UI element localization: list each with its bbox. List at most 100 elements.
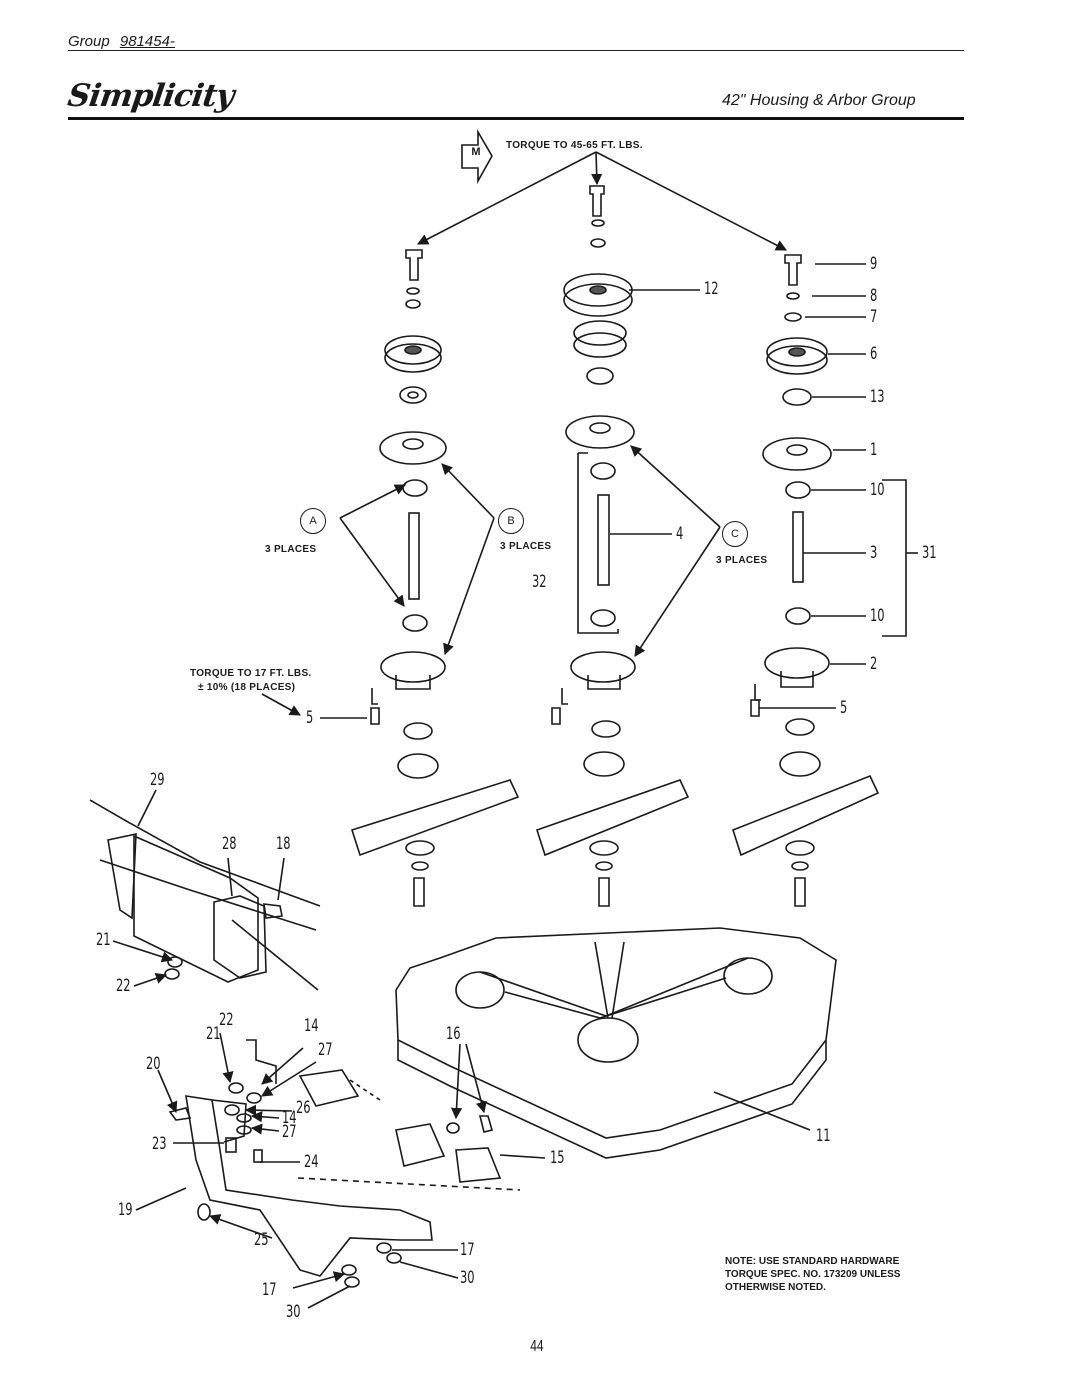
- callout-17-right: 17: [460, 1240, 475, 1260]
- note-line-2: TORQUE SPEC. NO. 173209 UNLESS: [725, 1269, 901, 1280]
- callout-22-lower: 22: [219, 1010, 234, 1030]
- housing-bottom-icon: [380, 651, 446, 683]
- torque-marker-icon: [461, 129, 493, 185]
- pulley-icon: [384, 335, 442, 365]
- callout-13: 13: [870, 387, 885, 407]
- bolt-icon: [589, 185, 605, 217]
- bearing-icon: [785, 481, 811, 499]
- callout-23: 23: [152, 1134, 167, 1154]
- callout-26: 26: [296, 1098, 311, 1118]
- callout-21-lower: 21: [206, 1024, 221, 1044]
- front-bracket-assembly: [185, 1039, 521, 1277]
- callout-32: 32: [532, 572, 547, 592]
- hanger-bracket: [89, 799, 321, 991]
- page-number: 44: [530, 1338, 544, 1355]
- callout-27-upper: 27: [318, 1040, 333, 1060]
- bearing-icon: [586, 367, 614, 385]
- center-spindle-stack: [536, 185, 690, 907]
- callout-19: 19: [118, 1200, 133, 1220]
- torque-top-label: TORQUE TO 45-65 FT. LBS.: [506, 140, 643, 151]
- right-spindle-stack: [732, 254, 880, 907]
- housing-top-icon: [762, 437, 832, 471]
- bearing-icon: [402, 614, 428, 632]
- places-b-label: 3 PLACES: [500, 541, 552, 552]
- callout-15: 15: [550, 1148, 565, 1168]
- blade-adapter-icon: [397, 753, 439, 779]
- washer-icon: [405, 840, 435, 856]
- spindle-shaft-icon: [408, 512, 420, 600]
- screw-icon: [551, 707, 561, 725]
- bracket-32: [577, 452, 619, 634]
- place-c-marker: C: [722, 521, 748, 547]
- places-c-label: 3 PLACES: [716, 555, 768, 566]
- bolt-icon: [405, 249, 423, 281]
- bearing-icon: [399, 386, 427, 404]
- group-label: Group: [68, 33, 110, 50]
- callout-1: 1: [870, 440, 878, 460]
- housing-bottom-icon: [570, 651, 636, 683]
- group-line: Group 981454-: [68, 33, 175, 50]
- callout-25: 25: [254, 1230, 269, 1250]
- callout-14-upper: 14: [304, 1016, 319, 1036]
- callout-30-left: 30: [286, 1302, 301, 1322]
- torque-17-line1: TORQUE TO 17 FT. LBS.: [190, 668, 312, 679]
- bearing-icon: [782, 388, 812, 406]
- callout-18: 18: [276, 834, 291, 854]
- callout-5-right: 5: [840, 698, 848, 718]
- callout-10-upper: 10: [870, 480, 885, 500]
- note-line-3: OTHERWISE NOTED.: [725, 1282, 826, 1293]
- bolt-icon: [784, 254, 802, 286]
- pulley-lower-icon: [573, 320, 627, 346]
- spindle-shaft-icon: [792, 511, 804, 583]
- bearing-icon: [785, 607, 811, 625]
- places-a-label: 3 PLACES: [265, 544, 317, 555]
- housing-bottom-icon: [764, 647, 830, 679]
- callout-27-lower: 27: [282, 1122, 297, 1142]
- callout-30-right: 30: [460, 1268, 475, 1288]
- blade-icon: [536, 779, 690, 857]
- callout-14-lower: 14: [282, 1108, 297, 1128]
- callout-20: 20: [146, 1054, 161, 1074]
- pulley-icon: [766, 337, 828, 367]
- callout-10-lower: 10: [870, 606, 885, 626]
- torque-arrow-right: [595, 151, 787, 251]
- callout-16: 16: [446, 1024, 461, 1044]
- torque-arrow-left: [417, 151, 597, 245]
- callout-2: 2: [870, 654, 878, 674]
- callout-28: 28: [222, 834, 237, 854]
- bearing-icon: [590, 609, 616, 627]
- callout-11: 11: [816, 1126, 831, 1146]
- torque-arrow-center: [591, 151, 603, 186]
- callout-21-upper: 21: [96, 930, 111, 950]
- callout-31: 31: [922, 543, 937, 563]
- bearing-icon: [402, 479, 428, 497]
- blade-icon: [732, 774, 880, 857]
- callout-17-left: 17: [262, 1280, 277, 1300]
- housing-top-icon: [565, 415, 635, 449]
- page-subtitle: 42" Housing & Arbor Group: [722, 92, 916, 109]
- note-line-1: NOTE: USE STANDARD HARDWARE: [725, 1256, 900, 1267]
- lock-washer-icon: [406, 287, 420, 295]
- callout-3: 3: [870, 543, 878, 563]
- blade-icon: [350, 779, 520, 857]
- callout-29: 29: [150, 770, 165, 790]
- adapter-icon: [403, 722, 433, 740]
- callout-8: 8: [870, 286, 878, 306]
- header-rule-thick: [68, 117, 964, 120]
- header-rule-thin: [68, 50, 964, 51]
- group-number: 981454-: [119, 33, 175, 50]
- bearing-icon: [590, 462, 616, 480]
- screw-icon: [370, 707, 380, 725]
- callout-12: 12: [704, 279, 719, 299]
- place-b-marker: B: [498, 508, 524, 534]
- washer-icon: [405, 299, 421, 309]
- callout-4: 4: [676, 524, 684, 544]
- callout-5-left: 5: [306, 708, 314, 728]
- callout-9: 9: [870, 254, 878, 274]
- callout-7: 7: [870, 307, 878, 327]
- callout-24: 24: [304, 1152, 319, 1172]
- blade-bolt-icon: [413, 877, 425, 907]
- callout-22-upper: 22: [116, 976, 131, 996]
- m-marker-label: M: [471, 146, 481, 158]
